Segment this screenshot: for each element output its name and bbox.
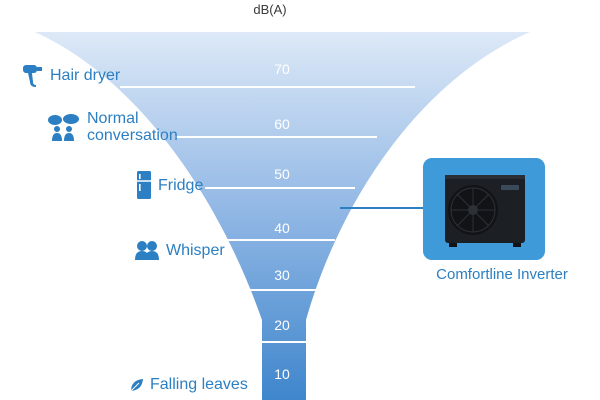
- funnel-shape: [35, 32, 530, 400]
- source-label-line1: Normal: [87, 110, 139, 127]
- source-whisper: Whisper: [134, 240, 225, 260]
- source-label: Fridge: [158, 176, 204, 194]
- level-label-30: 30: [274, 267, 290, 283]
- whisper-icon: [135, 241, 159, 260]
- product-label: Comfortline Inverter: [436, 266, 568, 283]
- source-label-line2: conversation: [87, 127, 178, 144]
- source-normal-conversation: Normal conversation: [47, 110, 178, 144]
- source-label: Normal conversation: [87, 110, 178, 144]
- source-label: Hair dryer: [50, 66, 121, 84]
- product-image-box: [423, 158, 545, 260]
- source-falling-leaves: Falling leaves: [130, 376, 248, 393]
- fridge-icon: [137, 171, 151, 199]
- level-label-40: 40: [274, 220, 290, 236]
- level-label-50: 50: [274, 166, 290, 182]
- heat-pump-unit-icon: [445, 175, 525, 247]
- level-label-70: 70: [274, 61, 290, 77]
- source-label: Whisper: [166, 241, 225, 259]
- leaf-icon: [130, 378, 143, 391]
- hair-dryer-icon: [23, 65, 42, 87]
- source-label: Falling leaves: [150, 376, 248, 393]
- level-label-20: 20: [274, 317, 290, 333]
- level-label-60: 60: [274, 116, 290, 132]
- source-fridge: Fridge: [136, 171, 203, 199]
- source-hair-dryer: Hair dryer: [22, 63, 120, 87]
- people-talking-icon: [48, 114, 79, 141]
- unit-label: dB(A): [253, 2, 287, 17]
- level-label-10: 10: [274, 366, 290, 382]
